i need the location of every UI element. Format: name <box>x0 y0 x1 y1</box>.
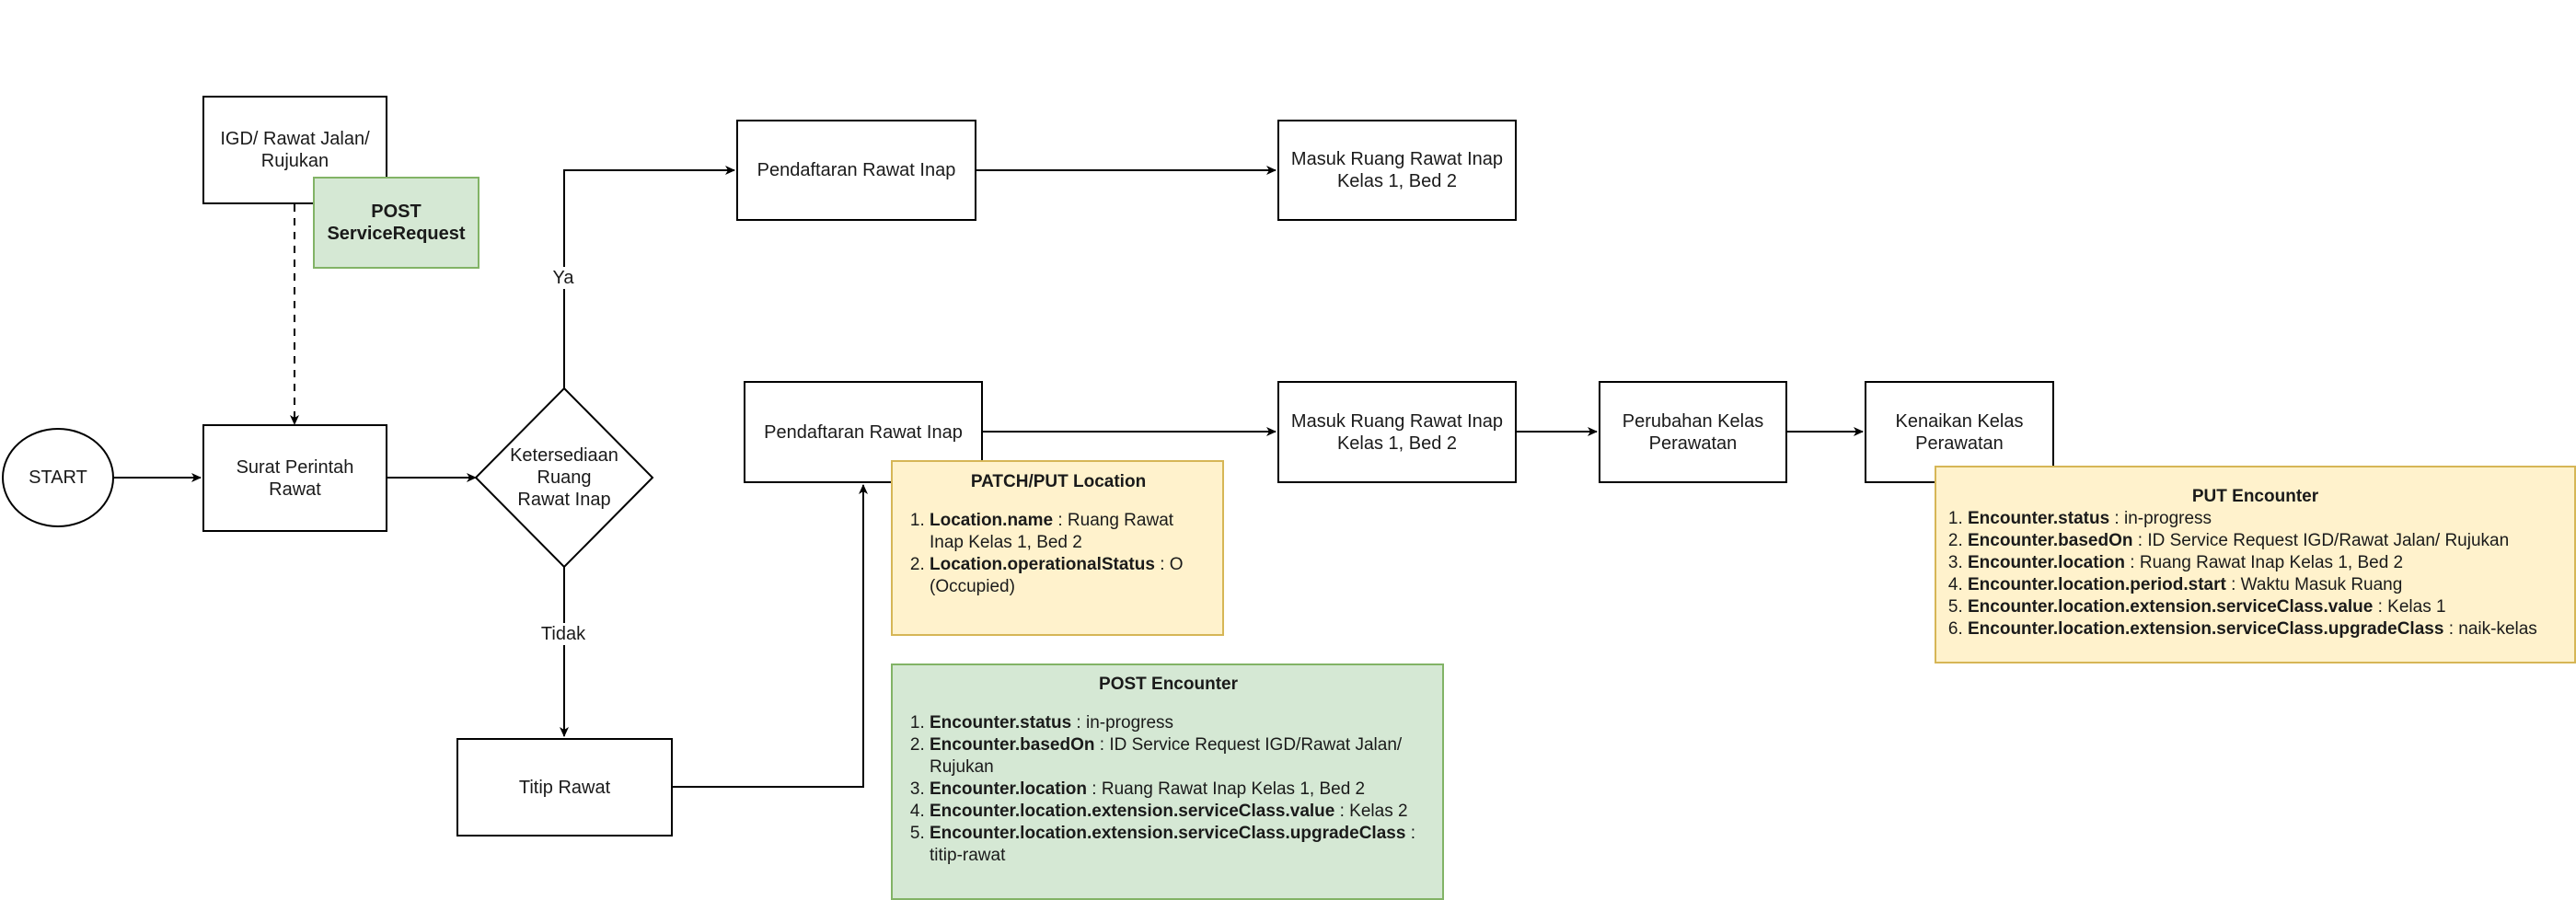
surat-perintah-rawat-node: Surat Perintah Rawat <box>202 424 387 532</box>
list-item: Encounter.status : in-progress <box>1968 508 2563 530</box>
list-item: Encounter.location.extension.serviceClas… <box>1968 596 2563 618</box>
edge-titip-to-daftar <box>673 484 868 788</box>
masuk-ruang-top-node: Masuk Ruang Rawat Inap Kelas 1, Bed 2 <box>1277 120 1517 221</box>
list-item: Encounter.location.period.start : Waktu … <box>1968 574 2563 596</box>
list-item: Encounter.location.extension.serviceClas… <box>1968 618 2563 640</box>
post-encounter-list: Encounter.status : in-progress Encounter… <box>909 712 1427 867</box>
patch-location-list: Location.name : Ruang Rawat Inap Kelas 1… <box>909 510 1207 598</box>
pendaftaran-rawat-inap-top-node: Pendaftaran Rawat Inap <box>736 120 976 221</box>
put-encounter-list: Encounter.status : in-progress Encounter… <box>1947 508 2563 640</box>
list-item: Encounter.location : Ruang Rawat Inap Ke… <box>930 779 1427 801</box>
pendaftaran-rawat-inap-mid-node: Pendaftaran Rawat Inap <box>744 381 983 483</box>
decision-diamond <box>474 387 654 569</box>
start-node: START <box>2 428 114 527</box>
put-encounter-note: PUT Encounter Encounter.status : in-prog… <box>1935 466 2576 663</box>
perubahan-kelas-node: Perubahan Kelas Perawatan <box>1599 381 1787 483</box>
masuk-ruang-mid-node: Masuk Ruang Rawat Inap Kelas 1, Bed 2 <box>1277 381 1517 483</box>
edge-label-tidak: Tidak <box>537 623 590 645</box>
list-item: Encounter.location.extension.serviceClas… <box>930 801 1427 823</box>
list-item: Encounter.basedOn : ID Service Request I… <box>930 734 1427 779</box>
decision-label: Ketersediaan Ruang Rawat Inap <box>510 445 618 510</box>
put-encounter-title: PUT Encounter <box>2191 487 2319 506</box>
post-encounter-title: POST Encounter <box>1099 675 1238 694</box>
post-service-request-badge: POST ServiceRequest <box>313 177 479 269</box>
patch-location-title: PATCH/PUT Location <box>970 472 1147 491</box>
list-item: Location.name : Ruang Rawat Inap Kelas 1… <box>930 510 1207 554</box>
list-item: Encounter.status : in-progress <box>930 712 1427 734</box>
list-item: Encounter.location : Ruang Rawat Inap Ke… <box>1968 552 2563 574</box>
list-item: Location.operationalStatus : O (Occupied… <box>930 554 1207 598</box>
patch-location-note: PATCH/PUT Location Location.name : Ruang… <box>891 460 1224 636</box>
titip-rawat-node: Titip Rawat <box>456 738 673 837</box>
list-item: Encounter.basedOn : ID Service Request I… <box>1968 530 2563 552</box>
list-item: Encounter.location.extension.serviceClas… <box>930 823 1427 867</box>
edge-label-ya: Ya <box>549 267 578 289</box>
kenaikan-kelas-node: Kenaikan Kelas Perawatan <box>1865 381 2054 483</box>
post-encounter-note: POST Encounter Encounter.status : in-pro… <box>891 663 1444 900</box>
edge-decision-yes <box>563 166 735 388</box>
